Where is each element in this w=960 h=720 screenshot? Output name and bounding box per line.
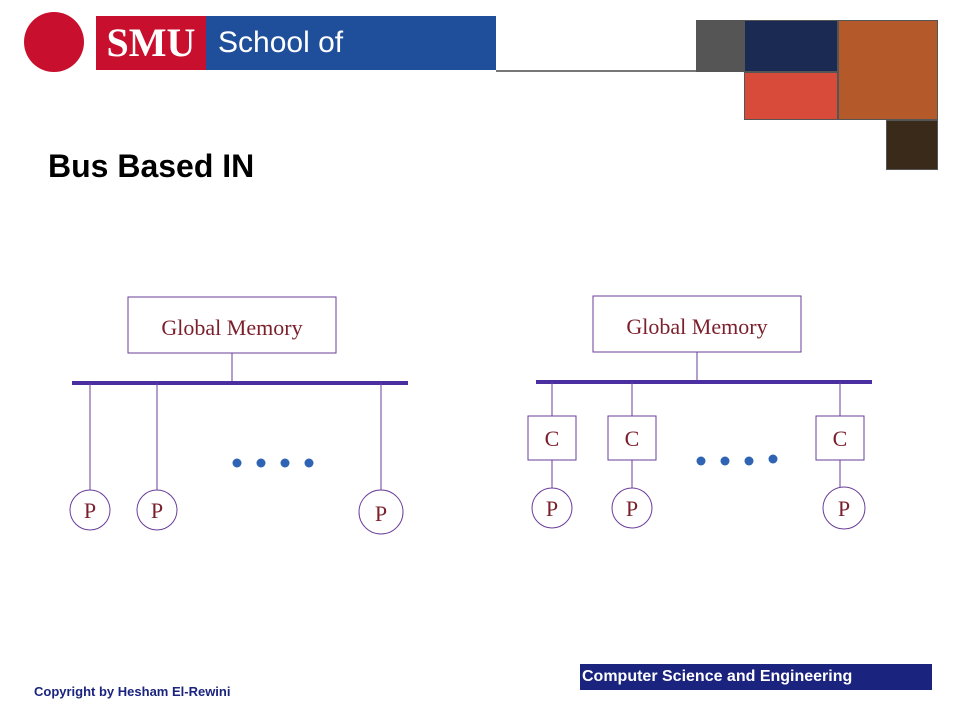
left-ellipsis-dot	[256, 458, 266, 468]
banner-school-name: School of Engineering	[206, 16, 496, 113]
left-processor-2	[136, 489, 178, 531]
right-processor-1	[531, 487, 573, 529]
right-ellipsis-dot	[744, 456, 754, 466]
right-cache-label-1: C	[545, 426, 560, 451]
right-processor-2	[611, 487, 653, 529]
copyright-text: Copyright by Hesham El-Rewini	[34, 684, 231, 699]
diagram-left: Global Memory P P P	[69, 296, 408, 535]
photo-students	[886, 120, 938, 170]
smu-seal-logo	[24, 12, 84, 72]
right-ellipsis-dot	[768, 454, 778, 464]
right-ellipsis-dot	[720, 456, 730, 466]
right-cache-2	[607, 415, 657, 461]
banner-smu-text: SMU	[106, 20, 196, 65]
left-processor-label-3: P	[375, 501, 387, 526]
photo-portrait	[696, 20, 744, 72]
left-global-memory-box	[127, 296, 337, 354]
left-processor-3	[358, 489, 404, 535]
left-processor-1	[69, 489, 111, 531]
slide-title: Bus Based IN	[48, 148, 255, 184]
right-global-memory-label: Global Memory	[626, 314, 767, 339]
left-ellipsis-dot	[304, 458, 314, 468]
right-processor-3	[822, 486, 866, 530]
left-processor-label-1: P	[84, 498, 96, 523]
left-ellipsis-dot	[280, 458, 290, 468]
right-cache-1	[527, 415, 577, 461]
right-processor-label-3: P	[838, 496, 850, 521]
right-processor-label-1: P	[546, 496, 558, 521]
right-cache-label-2: C	[625, 426, 640, 451]
diagram-right: Global Memory C C C P P P	[527, 295, 872, 530]
right-processor-label-2: P	[626, 496, 638, 521]
left-processor-label-2: P	[151, 498, 163, 523]
left-ellipsis-dot	[232, 458, 242, 468]
left-global-memory-label: Global Memory	[161, 315, 302, 340]
photo-lab	[744, 20, 838, 72]
right-ellipsis-dot	[696, 456, 706, 466]
department-badge: Computer Science and Engineering	[580, 664, 932, 690]
right-global-memory-box	[592, 295, 802, 353]
photo-mustang	[744, 72, 838, 120]
right-cache-label-3: C	[833, 426, 848, 451]
photo-campus	[838, 20, 938, 120]
